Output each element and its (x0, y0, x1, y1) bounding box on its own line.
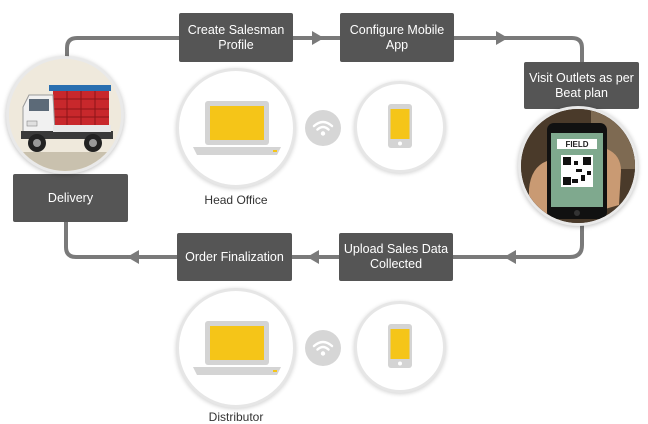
step-visit-outlets: Visit Outlets as per Beat plan (524, 62, 639, 109)
qr-scan-phone-icon: FIELD (521, 109, 635, 223)
step-label: Create Salesman Profile (187, 22, 285, 52)
arrow-to-delivery (127, 250, 139, 264)
step-create-salesman-profile: Create Salesman Profile (179, 13, 293, 62)
step-label: Order Finalization (185, 249, 284, 264)
distributor-laptop-circle (176, 288, 296, 408)
step-configure-mobile-app: Configure Mobile App (340, 13, 454, 62)
flow-line-top (65, 36, 584, 80)
step-label: Configure Mobile App (349, 22, 445, 52)
arrow-to-upload (504, 250, 516, 264)
head-office-laptop-circle (176, 68, 296, 188)
step-order-finalization: Order Finalization (177, 233, 292, 281)
arrow-to-order (307, 250, 319, 264)
phone-screen-label: FIELD (565, 140, 588, 149)
wifi-icon (305, 330, 341, 366)
laptop-icon (193, 101, 281, 155)
step-label: Visit Outlets as per Beat plan (529, 70, 634, 100)
arrow-to-configure (312, 31, 324, 45)
laptop-icon (193, 321, 281, 375)
step-label: Upload Sales Data Collected (343, 242, 449, 271)
delivery-truck-photo (6, 56, 124, 174)
flow-line-right (64, 198, 584, 259)
step-delivery: Delivery (13, 174, 128, 222)
arrow-to-visit (496, 31, 508, 45)
smartphone-icon (388, 104, 412, 148)
qr-scan-phone-photo: FIELD (518, 106, 638, 226)
wifi-icon (305, 110, 341, 146)
smartphone-icon (388, 324, 412, 368)
head-office-caption: Head Office (204, 193, 268, 207)
delivery-truck-icon (9, 59, 121, 171)
head-office-phone-circle (354, 81, 446, 173)
distributor-phone-circle (354, 301, 446, 393)
step-upload-sales-data: Upload Sales Data Collected (339, 233, 453, 281)
distributor-caption: Distributor (208, 410, 264, 424)
step-label: Delivery (47, 190, 94, 205)
